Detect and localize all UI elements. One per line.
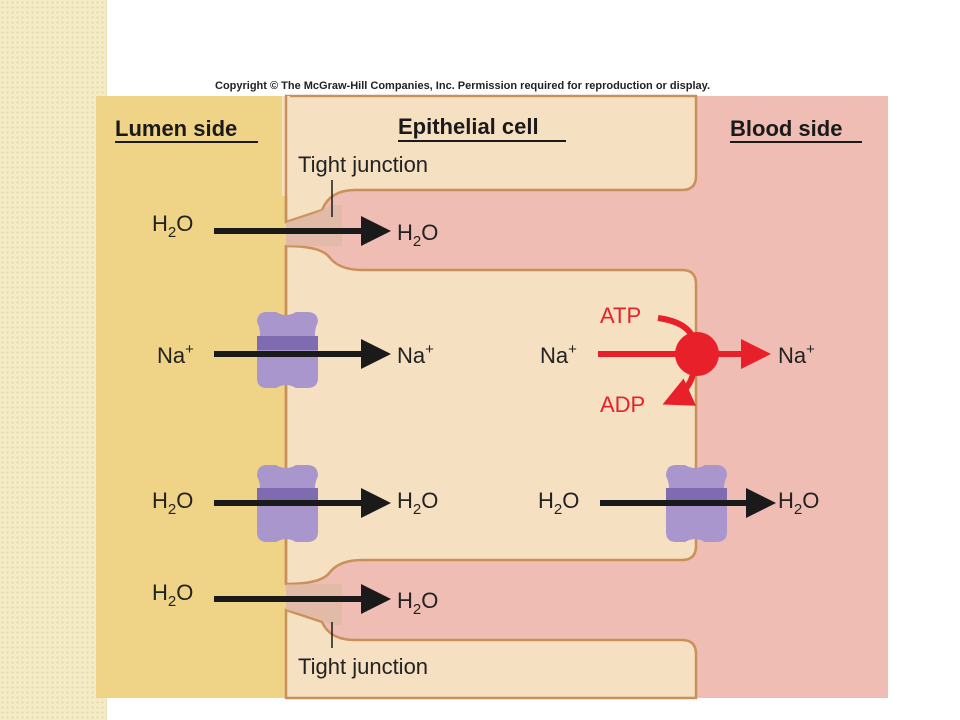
water-label-cell-top: H2O — [397, 220, 438, 250]
water-label-lumen-mid: H2O — [152, 488, 193, 518]
lumen-side-region — [96, 96, 286, 698]
blood-side-title: Blood side — [730, 116, 842, 141]
adp-label: ADP — [600, 392, 645, 417]
tight-junction-label-bottom: Tight junction — [298, 654, 428, 679]
epithelial-cell-title: Epithelial cell — [398, 114, 539, 139]
sodium-label-cell-left: Na+ — [397, 341, 434, 368]
epithelial-cell-upper — [284, 94, 698, 224]
sodium-pump — [598, 315, 771, 406]
water-label-lumen-bottom: H2O — [152, 580, 193, 610]
sodium-label-lumen: Na+ — [157, 341, 194, 368]
tight-junction-upper — [286, 205, 342, 246]
water-label-lumen-top: H2O — [152, 211, 193, 241]
atp-label: ATP — [600, 303, 641, 328]
tight-junction-lower — [286, 584, 342, 625]
copyright-notice: Copyright © The McGraw-Hill Companies, I… — [215, 80, 711, 92]
sodium-label-cell-right: Na+ — [540, 341, 577, 368]
decorative-dotted-strip — [0, 0, 107, 720]
epithelial-cell-lower — [284, 608, 698, 700]
water-label-cell-bottom: H2O — [397, 588, 438, 618]
water-label-blood: H2O — [778, 488, 819, 518]
water-label-cell-mid: H2O — [397, 488, 438, 518]
sodium-label-blood: Na+ — [778, 341, 815, 368]
sodium-channel — [257, 312, 318, 388]
water-label-cell-right: H2O — [538, 488, 579, 518]
lumen-side-title: Lumen side — [115, 116, 237, 141]
tight-junction-label-top: Tight junction — [298, 152, 428, 177]
